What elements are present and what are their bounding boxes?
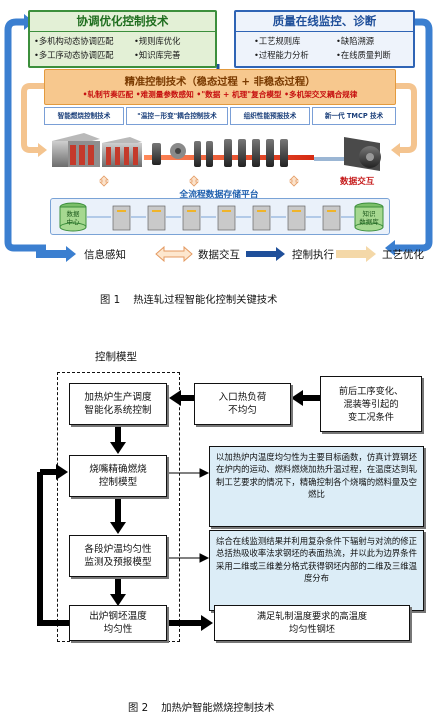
flow-arrows [37,390,320,631]
burner-model-box: 烧嘴精确燃烧 控制模型 [69,455,167,497]
data-exchange-arrows [99,175,299,187]
coordination-control-box: 协调优化控制技术 •多机构动态协调匹配 •规则库优化 •多工序动态协调匹配 •知… [28,10,217,68]
data-exchange-label: 数据交互 [340,177,375,187]
precision-control-title: 精准控制技术（稳态过程 + 非稳态过程） [124,76,316,88]
rolling-line-illustration [52,133,381,171]
data-center-icon [59,202,87,232]
right-orange-loop-arrow [394,83,417,153]
rolling-stands-icon [152,139,288,167]
legend-data-exchange: 数据交互 [198,249,240,261]
cycle-arrows [4,14,433,256]
temp-monitor-box: 各段炉温均匀性 监测及预报模型 [69,535,167,577]
reheating-furnace-icon [52,133,142,167]
figure-2-caption: 图 2 加热炉智能燃烧控制技术 [128,702,275,714]
left-blue-loop-arrow [4,18,46,252]
coordination-control-title: 协调优化控制技术 [30,13,215,32]
blue-item: •过程能力分析 [254,50,309,60]
blue-item: •在线质量判断 [336,50,391,60]
legend-process-opt: 工艺优化 [382,249,424,261]
coiler-icon [344,137,381,171]
control-model-frame [57,372,180,642]
tech-label-tmcp: 新一代 TMCP 技术 [312,107,396,125]
data-platform-icons [59,202,384,232]
info-sense-legend-arrow [36,246,76,262]
green-item: •知识库完善 [134,50,181,60]
green-item: •规则库优化 [134,36,181,46]
legend-info-sense: 信息感知 [84,249,126,261]
uniformity-box: 出炉钢坯温度 均匀性 [69,605,167,641]
legend-arrows [36,245,376,263]
knowledge-db-label: 知识 数据库 [359,210,379,226]
data-center-label: 数据 中心 [66,210,80,226]
quality-monitor-title: 质量在线监控、诊断 [236,13,413,32]
process-opt-legend-arrow [336,246,376,262]
temp-monitor-description: 综合在线监测结果并利用复杂条件下辐射与对流的修正总括热吸收率法求钢坯的表面热流，… [209,530,424,611]
blue-item: •缺陷溯源 [336,36,375,46]
data-storage-platform: 数据 中心 知识 数据库 [50,198,390,235]
burner-model-description: 以加热炉内温度均匀性为主要目标函数，仿真计算钢坯在炉内的运动、燃料燃烧加热升温过… [209,446,424,527]
figure-1-caption: 图 1 热连轧过程智能化控制关键技术 [100,294,278,306]
upstream-conditions-box: 前后工序变化、 混装等引起的 变工况条件 [320,376,422,432]
quality-monitor-box: 质量在线监控、诊断 •工艺规则库 •缺陷溯源 •过程能力分析 •在线质量判断 [234,10,415,68]
control-model-title: 控制模型 [95,351,137,363]
precision-control-subtitle: •轧制节奏匹配 •难测量参数感知 •"数据 + 机理"复合模型 •多机架交叉耦合… [82,90,358,99]
input-load-box: 入口热负荷 不均匀 [194,383,291,425]
figure-1: 协调优化控制技术 •多机构动态协调匹配 •规则库优化 •多工序动态协调匹配 •知… [0,0,437,306]
right-blue-loop-arrow [392,18,433,252]
blue-item: •工艺规则库 [254,36,301,46]
data-exchange-legend-arrow [155,245,193,263]
data-platform-label: 全流程数据存储平台 [179,190,259,200]
green-item: •多工序动态协调匹配 [34,50,114,60]
furnace-dispatch-box: 加热炉生产调度 智能化系统控制 [69,383,167,425]
legend-control-exec: 控制执行 [292,249,334,261]
control-exec-legend-arrow [246,247,285,261]
knowledge-database-icon [354,202,384,232]
green-item: •多机构动态协调匹配 [34,36,114,46]
precision-control-box: 精准控制技术（稳态过程 + 非稳态过程） •轧制节奏匹配 •难测量参数感知 •"… [44,69,396,105]
tech-label-combustion: 智能燃烧控制技术 [44,107,124,125]
server-icons [112,205,341,231]
technology-strip: 智能燃烧控制技术 "温控－形变"耦合控制技术 组织性能预报技术 新一代 TMCP… [44,107,396,125]
tech-label-structure: 组织性能预报技术 [230,107,310,125]
left-orange-loop-arrow [21,83,44,153]
tech-label-temp-deform: "温控－形变"耦合控制技术 [126,107,228,125]
result-box: 满足轧制温度要求的高温度 均匀性钢坯 [214,605,410,641]
